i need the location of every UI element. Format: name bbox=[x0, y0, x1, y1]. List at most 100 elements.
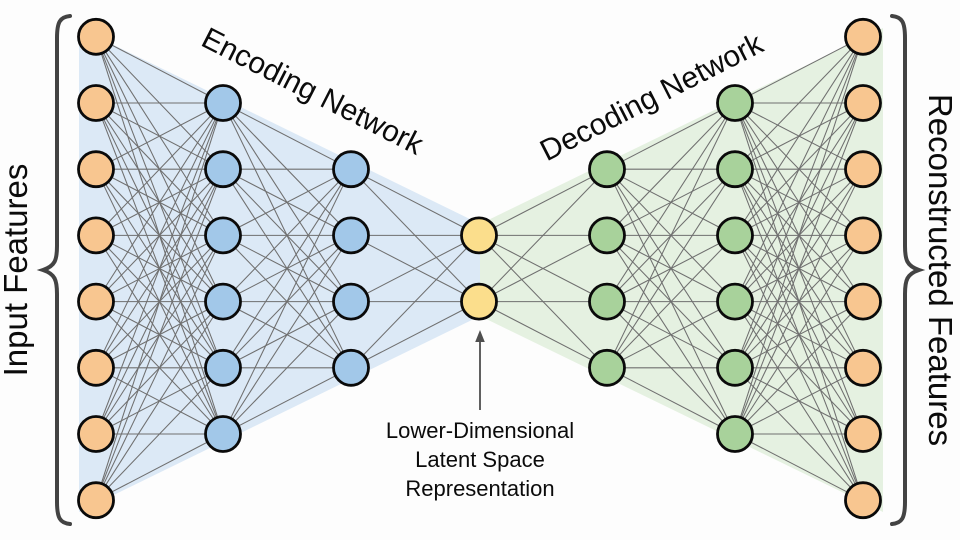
edge bbox=[478, 168, 608, 236]
edge bbox=[734, 433, 864, 501]
edge bbox=[95, 301, 224, 501]
node-encoder-hidden-2-2 bbox=[332, 216, 370, 255]
node-input-5 bbox=[77, 282, 115, 321]
edge bbox=[350, 301, 480, 369]
latent-arrow bbox=[475, 330, 485, 410]
edge bbox=[734, 102, 864, 435]
edge bbox=[478, 301, 608, 369]
node-decoder-hidden-2-1 bbox=[716, 84, 754, 122]
edge bbox=[95, 102, 224, 369]
edge bbox=[222, 235, 352, 435]
node-encoder-hidden-1-3 bbox=[204, 216, 242, 255]
node-output-8 bbox=[844, 481, 882, 520]
edge bbox=[222, 102, 352, 170]
node-decoder-hidden-2-5 bbox=[716, 348, 754, 387]
node-output-6 bbox=[844, 348, 882, 387]
edge bbox=[606, 367, 736, 435]
right-brace bbox=[890, 14, 926, 526]
node-input-3 bbox=[77, 150, 115, 189]
node-encoder-hidden-1-2 bbox=[204, 150, 242, 189]
edge bbox=[350, 168, 480, 236]
latent-caption: Lower-Dimensional Latent Space Represent… bbox=[386, 418, 574, 501]
node-encoder-hidden-1-4 bbox=[204, 282, 242, 321]
node-input-6 bbox=[77, 348, 115, 387]
input-features-label: Input Features bbox=[0, 164, 34, 377]
left-brace bbox=[36, 14, 72, 526]
connection-edges bbox=[95, 36, 864, 501]
edge bbox=[478, 234, 608, 303]
edge bbox=[734, 168, 864, 435]
latent-caption-line2: Latent Space bbox=[415, 447, 545, 472]
node-encoder-hidden-1-6 bbox=[204, 415, 242, 453]
node-encoder-hidden-2-3 bbox=[332, 282, 370, 321]
decoder-region bbox=[480, 28, 883, 512]
node-input-4 bbox=[77, 216, 115, 255]
node-decoder-hidden-1-1 bbox=[588, 150, 626, 189]
reconstructed-features-label: Reconstructed Features bbox=[922, 94, 959, 446]
edge bbox=[95, 102, 224, 302]
node-output-7 bbox=[844, 415, 882, 453]
edge bbox=[95, 433, 224, 501]
node-decoder-hidden-2-3 bbox=[716, 216, 754, 255]
latent-caption-line3: Representation bbox=[405, 476, 554, 501]
edge bbox=[222, 367, 352, 435]
edge bbox=[734, 36, 864, 302]
edge bbox=[95, 102, 224, 170]
edge bbox=[734, 235, 864, 435]
node-input-7 bbox=[77, 415, 115, 453]
node-encoder-hidden-1-5 bbox=[204, 348, 242, 387]
node-decoder-hidden-1-3 bbox=[588, 282, 626, 321]
latent-arrow-head bbox=[475, 330, 485, 342]
edge bbox=[222, 168, 352, 302]
edge bbox=[95, 169, 224, 501]
edge bbox=[95, 235, 224, 501]
node-output-3 bbox=[844, 150, 882, 189]
node-decoder-hidden-2-6 bbox=[716, 415, 754, 453]
edge bbox=[606, 301, 736, 369]
edge bbox=[734, 36, 864, 435]
edge bbox=[606, 102, 736, 369]
edge bbox=[734, 36, 864, 104]
node-input-2 bbox=[77, 84, 115, 122]
edge bbox=[95, 367, 224, 501]
edge bbox=[606, 102, 736, 170]
edge bbox=[734, 36, 864, 170]
edge bbox=[95, 102, 224, 501]
node-encoder-hidden-2-1 bbox=[332, 150, 370, 189]
node-input-8 bbox=[77, 481, 115, 520]
edge bbox=[350, 235, 480, 369]
edge bbox=[606, 168, 736, 369]
node-decoder-hidden-2-4 bbox=[716, 282, 754, 321]
node-encoder-hidden-2-4 bbox=[332, 348, 370, 387]
node-latent-1 bbox=[460, 216, 498, 255]
edge bbox=[734, 36, 864, 368]
node-output-4 bbox=[844, 216, 882, 255]
neuron-nodes bbox=[77, 17, 882, 520]
edge bbox=[606, 102, 736, 236]
node-output-1 bbox=[844, 17, 882, 56]
node-decoder-hidden-2-2 bbox=[716, 150, 754, 189]
node-output-5 bbox=[844, 282, 882, 321]
edge bbox=[734, 301, 864, 435]
edge bbox=[350, 234, 480, 303]
node-output-2 bbox=[844, 84, 882, 122]
edge bbox=[222, 168, 352, 369]
edge bbox=[478, 168, 608, 302]
edge bbox=[222, 168, 352, 435]
edge bbox=[734, 36, 864, 236]
edge bbox=[95, 36, 224, 104]
node-decoder-hidden-1-4 bbox=[588, 348, 626, 387]
node-encoder-hidden-1-1 bbox=[204, 84, 242, 122]
edge bbox=[734, 367, 864, 435]
edge bbox=[222, 301, 352, 435]
edge bbox=[222, 168, 352, 236]
node-latent-2 bbox=[460, 282, 498, 321]
edge bbox=[95, 102, 224, 435]
edge bbox=[95, 102, 224, 236]
edge bbox=[606, 102, 736, 302]
node-decoder-hidden-1-2 bbox=[588, 216, 626, 255]
edge bbox=[606, 235, 736, 369]
node-input-1 bbox=[77, 17, 115, 56]
